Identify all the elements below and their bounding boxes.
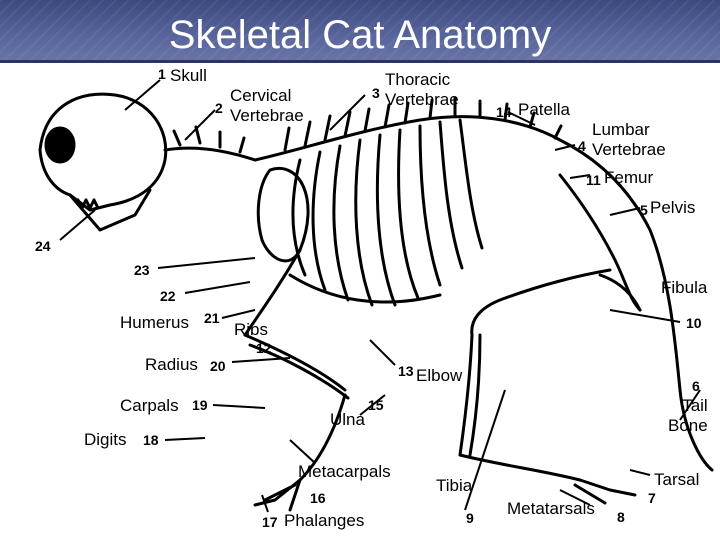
label-patella-number: 14 (496, 104, 512, 120)
label-digits-number: 18 (143, 432, 159, 448)
teeth (78, 200, 98, 208)
label-ribs: Ribs (234, 320, 268, 340)
skull-eye-socket (46, 128, 74, 162)
label-femur-number: 11 (586, 172, 601, 188)
leader-metacarpals (290, 440, 315, 463)
label-pelvis-number: 5 (640, 202, 648, 218)
page-title: Skeletal Cat Anatomy (0, 12, 720, 58)
label-22-number: 22 (160, 288, 176, 304)
label-10-number: 10 (686, 315, 702, 331)
leader-digits (165, 438, 205, 440)
label-ribs-number: 12 (256, 340, 272, 356)
label-metacarpals-number: 16 (310, 490, 326, 506)
label-radius: Radius (145, 355, 198, 375)
rib-9 (460, 120, 482, 248)
leader-23 (158, 258, 255, 268)
label-phalanges-number: 17 (262, 514, 278, 530)
label-patella: Patella (518, 100, 570, 120)
label-cervical-number: 2 (215, 100, 223, 116)
rib-2 (313, 152, 325, 290)
label-fibula: Fibula (661, 278, 707, 298)
label-24-number: 24 (35, 238, 51, 254)
rib-3 (334, 146, 348, 300)
label-metatarsals-number: 8 (617, 509, 625, 525)
label-cervical: Cervical Vertebrae (230, 86, 304, 126)
hind-foot (460, 455, 580, 480)
label-tail-number: 6 (692, 378, 700, 394)
leader-tarsal (630, 470, 650, 475)
label-thoracic: Thoracic Vertebrae (385, 70, 459, 110)
label-femur: Femur (604, 168, 653, 188)
label-thoracic-number: 3 (372, 85, 380, 101)
rib-8 (440, 122, 462, 268)
leader-elbow (370, 340, 395, 365)
label-carpals-number: 19 (192, 397, 208, 413)
rib-4 (356, 140, 372, 305)
title-bar: Skeletal Cat Anatomy (0, 0, 720, 62)
label-elbow-number: 13 (398, 363, 414, 379)
leader-humerus (222, 310, 255, 318)
label-ulna-number: 15 (368, 397, 384, 413)
label-elbow: Elbow (416, 366, 462, 386)
leader-cervical (185, 110, 215, 140)
label-23-number: 23 (134, 262, 150, 278)
tibia-bone (460, 335, 472, 455)
forepaw (255, 480, 300, 510)
label-digits: Digits (84, 430, 127, 450)
rib-5 (377, 135, 395, 305)
label-metatarsals: Metatarsals (507, 499, 595, 519)
label-skull-number: 1 (158, 66, 166, 82)
rib-7 (420, 126, 440, 285)
label-pelvis: Pelvis (650, 198, 695, 218)
label-tibia-number: 9 (466, 510, 474, 526)
label-tarsal: Tarsal (654, 470, 699, 490)
label-tarsal-number: 7 (648, 490, 656, 506)
leader-22 (185, 282, 250, 293)
label-skull: Skull (170, 66, 207, 86)
label-lumbar-number: 4 (578, 138, 586, 154)
scapula (258, 168, 308, 260)
leader-carpals (213, 405, 265, 408)
label-humerus-number: 21 (204, 310, 220, 326)
label-metacarpals: Metacarpals (298, 462, 391, 482)
femur-bone (472, 270, 610, 335)
leader-pelvis (610, 208, 640, 215)
label-radius-number: 20 (210, 358, 226, 374)
label-phalanges: Phalanges (284, 511, 364, 531)
leader-radius (232, 358, 290, 362)
label-lumbar: Lumbar Vertebrae (592, 120, 666, 160)
label-carpals: Carpals (120, 396, 179, 416)
label-humerus: Humerus (120, 313, 189, 333)
label-ulna: Ulna (330, 410, 365, 430)
label-tail: Tail Bone (668, 396, 708, 436)
leader-24 (60, 210, 95, 240)
rib-6 (399, 130, 418, 298)
label-tibia: Tibia (436, 476, 472, 496)
